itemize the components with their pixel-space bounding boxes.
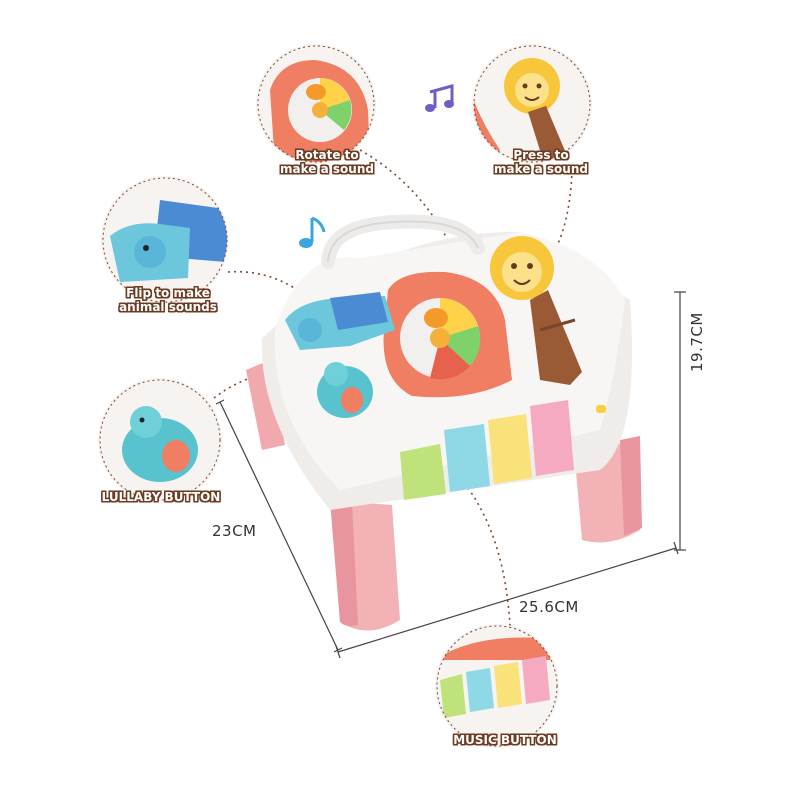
depth-dimension: 23CM [212,522,257,540]
music-button-caption: MUSIC BUTTON [453,733,557,747]
music-note-icon [425,84,454,112]
callout-music [435,624,559,748]
callout-press [472,44,592,164]
toy-table [246,214,642,631]
flip-caption: Flip to make animal sounds [119,286,217,314]
callout-connectors [213,149,573,627]
press-caption: Press to make a sound [494,148,588,176]
music-note-icon-2 [299,216,326,248]
lullaby-button-caption: LULLABY BUTTON [101,490,221,504]
height-dimension: 19.7CM [688,312,706,372]
callout-rotate [256,44,376,164]
rotate-caption: Rotate to make a sound [280,148,374,176]
width-dimension: 25.6CM [519,598,579,616]
callout-lullaby [98,378,222,502]
callout-flip [101,176,229,304]
